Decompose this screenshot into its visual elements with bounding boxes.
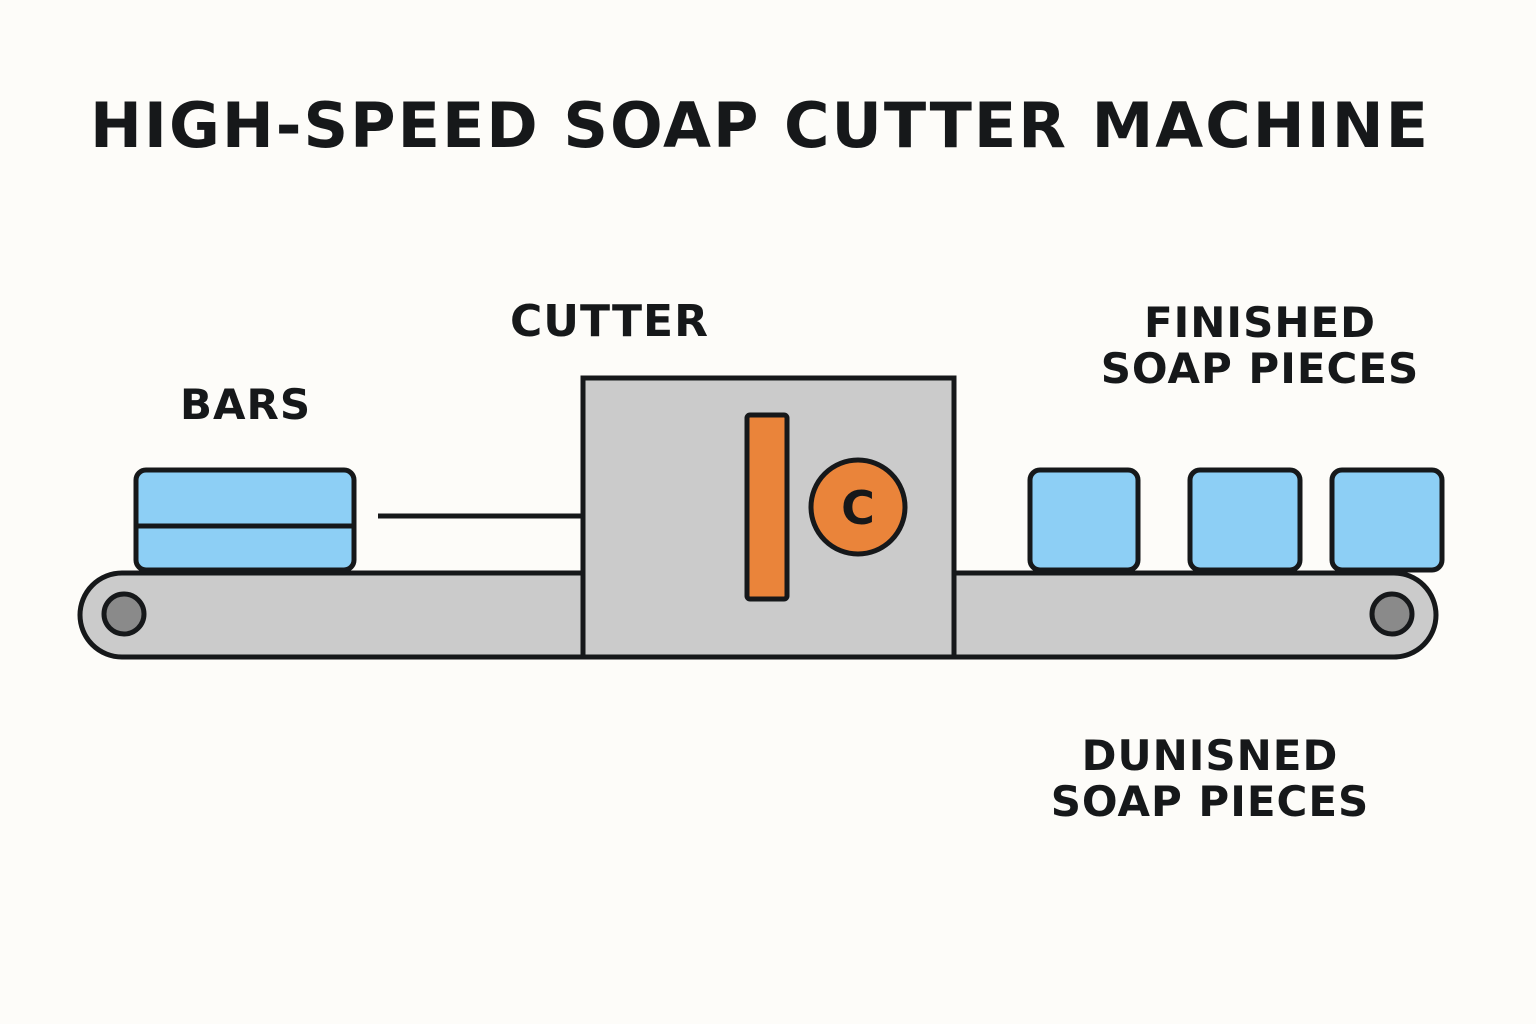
cutter-blade bbox=[744, 412, 790, 602]
input-soap-bar bbox=[133, 467, 357, 573]
bars-label: BARS bbox=[180, 380, 312, 429]
finished-soap-pieces-label: FINISHED SOAP PIECES bbox=[1090, 298, 1430, 394]
finished-label-line-1: FINISHED bbox=[1143, 298, 1377, 347]
finished-soap-piece bbox=[1187, 467, 1303, 573]
finished-soap-piece bbox=[1027, 467, 1141, 573]
finished-soap-piece bbox=[1329, 467, 1445, 573]
right-roller bbox=[1369, 591, 1415, 637]
left-roller bbox=[101, 591, 147, 637]
bottom-soap-pieces-label: DUNISNED SOAP PIECES bbox=[1050, 731, 1370, 827]
cutter-label: CUTTER bbox=[510, 296, 709, 347]
bottom-label-line-1: DUNISNED bbox=[1081, 731, 1339, 780]
page-title: HIGH-SPEED SOAP CUTTER MACHINE bbox=[90, 89, 1430, 162]
cutter-badge-icon bbox=[808, 457, 908, 557]
bottom-label-line-2: SOAP PIECES bbox=[1050, 777, 1370, 827]
cutter-badge-letter: C bbox=[841, 481, 875, 535]
finished-label-line-2: SOAP PIECES bbox=[1100, 344, 1420, 394]
